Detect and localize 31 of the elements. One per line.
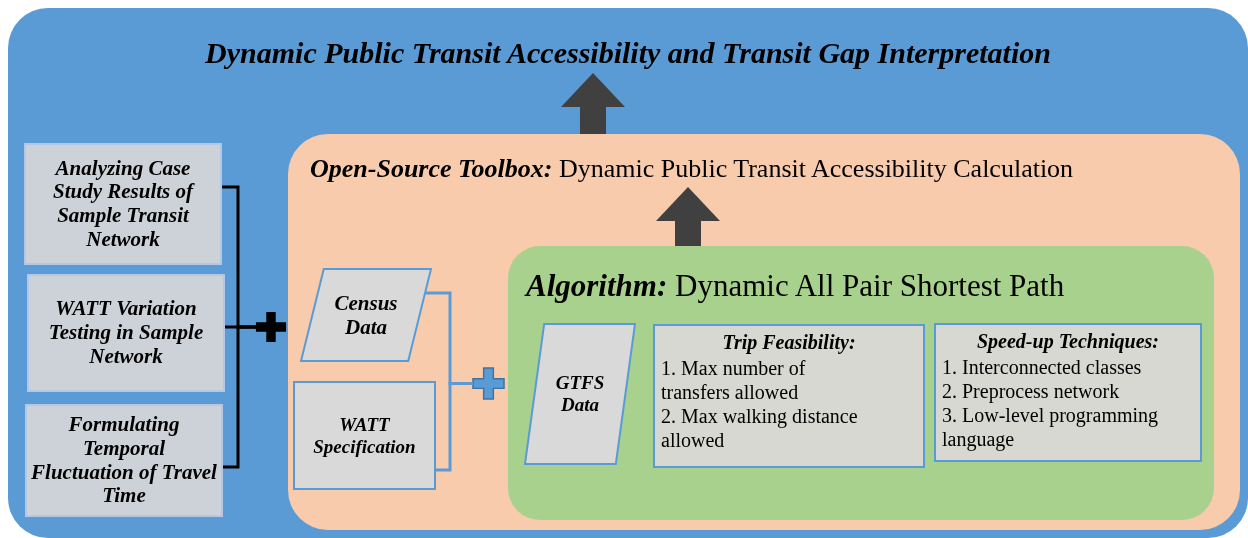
data-parallelogram [524, 323, 636, 465]
box-heading: Speed-up Techniques: [975, 329, 1160, 353]
list-item: 2. Preprocess network [942, 379, 1121, 403]
task-box [25, 404, 223, 517]
feature-box [653, 324, 925, 468]
list-item: 3. Low-level programming language [942, 403, 1160, 451]
panel-heading: Algorithm: Dynamic All Pair Shortest Path [526, 268, 1065, 304]
data-label: GTFS Data [554, 372, 606, 416]
box-heading: Trip Feasibility: [721, 330, 857, 354]
bracket-connector [223, 325, 256, 469]
data-parallelogram [300, 268, 432, 362]
feature-box [934, 323, 1202, 462]
list-item: 2. Max walking distance allowed [661, 404, 859, 452]
block-arrow [561, 73, 625, 134]
box-label: Formulating Temporal Fluctuation of Travel Time [31, 413, 217, 508]
panel-heading: Open-Source Toolbox: Dynamic Public Transit Accessibility Calculation [310, 154, 1074, 184]
specification-box [293, 381, 436, 490]
box-label: WATT Variation Testing in Sample Network [47, 297, 205, 369]
task-box [24, 143, 222, 265]
block-arrow [656, 187, 720, 246]
panel-heading: Dynamic Public Transit Accessibility and Transit Gap Interpretation [204, 36, 1052, 70]
list-item: 1. Max number of transfers allowed [661, 356, 807, 404]
list-item: 1. Interconnected classes [942, 355, 1143, 379]
box-label: WATT Specification [312, 414, 417, 457]
outer-panel [8, 8, 1248, 538]
algorithm-panel [508, 246, 1214, 520]
toolbox-panel [288, 134, 1240, 530]
data-label: Census Data [333, 290, 399, 340]
bracket-connector [436, 382, 473, 472]
box-label: Analyzing Case Study Results of Sample Transit Network [52, 156, 196, 252]
task-box [27, 274, 225, 392]
